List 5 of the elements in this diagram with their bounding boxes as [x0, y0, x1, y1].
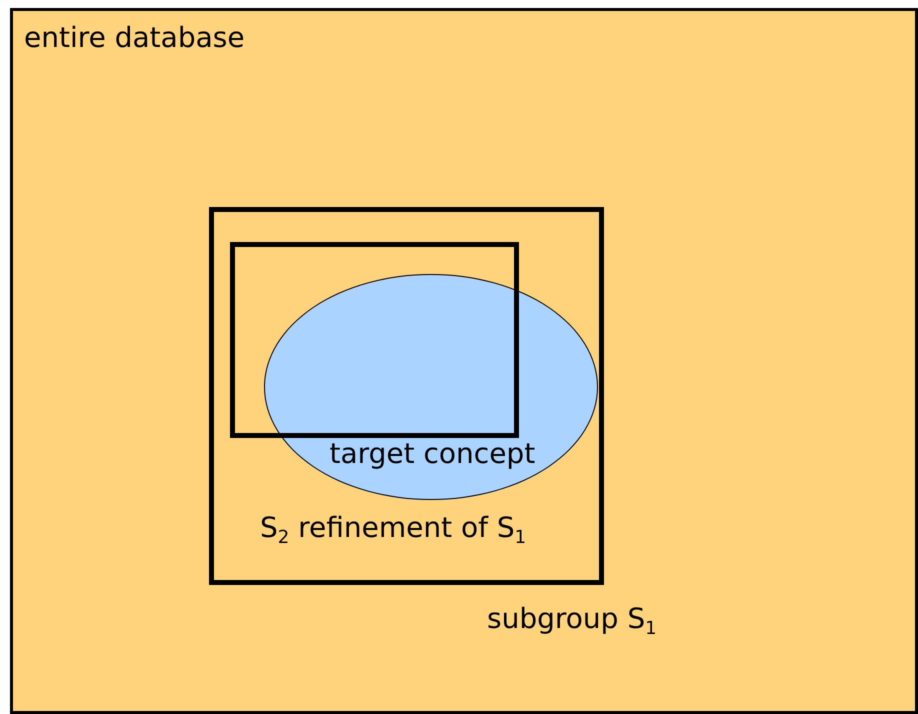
box-label: S$_{2}$ refinement of S$_{1}$: [260, 512, 526, 544]
box-label: subgroup S$_{1}$: [487, 603, 657, 635]
database-panel: [10, 8, 918, 714]
panel-title: entire database: [24, 22, 245, 54]
ellipse-label: target concept: [330, 438, 536, 470]
